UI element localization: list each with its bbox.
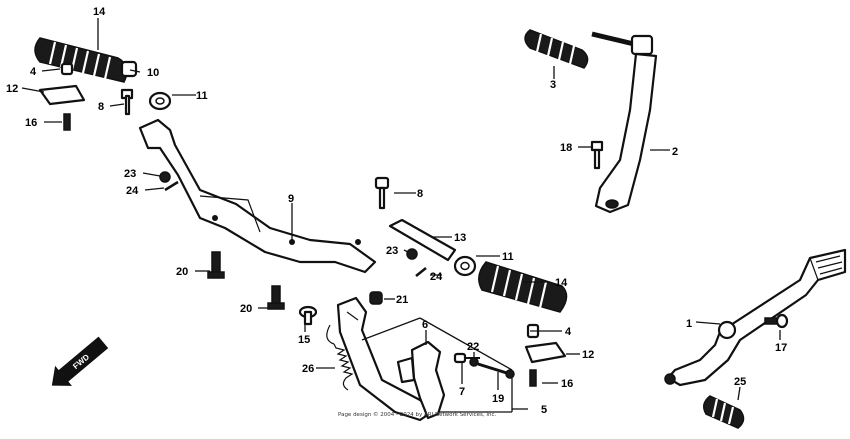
stand-bracket-6 bbox=[410, 340, 446, 420]
label-14-center: 14 bbox=[555, 277, 568, 289]
label-16-top: 16 bbox=[25, 117, 37, 129]
footpeg-holder-12-center bbox=[524, 341, 567, 364]
bolt-16-center bbox=[529, 369, 537, 387]
label-4-center: 4 bbox=[565, 326, 572, 338]
cap-nut-21 bbox=[369, 291, 383, 305]
label-4-top: 4 bbox=[30, 66, 37, 78]
footpeg-rubber-center bbox=[478, 261, 568, 313]
bolt-22-19 bbox=[469, 357, 515, 379]
label-25: 25 bbox=[734, 376, 746, 388]
footpeg-rubber-left bbox=[34, 37, 138, 83]
label-21: 21 bbox=[396, 294, 408, 306]
bolt-15 bbox=[298, 305, 318, 326]
bolt-20-upper bbox=[207, 251, 225, 279]
nut-23-left bbox=[159, 171, 171, 183]
label-3: 3 bbox=[550, 79, 556, 91]
label-19: 19 bbox=[492, 393, 504, 405]
kick-arm-2 bbox=[591, 31, 658, 214]
footpeg-bar-9 bbox=[138, 118, 377, 274]
cotter-pin-24-center bbox=[415, 267, 427, 277]
label-1: 1 bbox=[686, 318, 692, 330]
label-24-top: 24 bbox=[126, 185, 139, 197]
label-23-top: 23 bbox=[124, 168, 136, 180]
bolt-16-left bbox=[63, 113, 71, 131]
label-26: 26 bbox=[302, 363, 314, 375]
label-8-center: 8 bbox=[417, 188, 423, 200]
leader-lines bbox=[21, 18, 781, 410]
footpeg-holder-12-left bbox=[38, 84, 86, 106]
kick-rubber-3 bbox=[524, 29, 589, 69]
spring-26 bbox=[326, 324, 354, 391]
label-20-lower: 20 bbox=[240, 303, 252, 315]
label-23-center: 23 bbox=[386, 245, 398, 257]
nut-23-center bbox=[406, 248, 418, 260]
label-10: 10 bbox=[147, 67, 159, 79]
pedal-rubber-25 bbox=[703, 395, 745, 429]
label-15: 15 bbox=[298, 334, 310, 346]
label-24-center: 24 bbox=[430, 271, 443, 283]
label-5: 5 bbox=[541, 404, 547, 416]
label-14-top: 14 bbox=[93, 6, 106, 18]
label-2: 2 bbox=[672, 146, 678, 158]
label-22: 22 bbox=[467, 341, 479, 353]
label-13: 13 bbox=[454, 232, 466, 244]
label-7: 7 bbox=[459, 386, 465, 398]
forward-direction-arrow: FWD bbox=[51, 336, 109, 386]
pin-8-left bbox=[120, 88, 134, 116]
label-17: 17 bbox=[775, 342, 787, 354]
label-18: 18 bbox=[560, 142, 572, 154]
bolt-18 bbox=[590, 140, 604, 170]
pin-8-center bbox=[374, 176, 390, 210]
label-9: 9 bbox=[288, 193, 294, 205]
label-20-upper: 20 bbox=[176, 266, 188, 278]
label-6: 6 bbox=[422, 319, 428, 331]
collar-part-4-left bbox=[60, 62, 74, 76]
brake-pedal-1 bbox=[664, 248, 847, 387]
label-12-center: 12 bbox=[582, 349, 594, 361]
label-11-center: 11 bbox=[502, 251, 514, 263]
bolt-17 bbox=[764, 313, 789, 329]
label-11-top: 11 bbox=[196, 90, 208, 102]
label-8-top: 8 bbox=[98, 101, 104, 113]
link-13 bbox=[388, 218, 457, 262]
copyright-text: Page design © 2004 - 2024 by ARI Network… bbox=[338, 411, 497, 418]
bolt-20-lower bbox=[267, 285, 285, 310]
cotter-pin-24-left bbox=[164, 180, 179, 192]
label-12-top: 12 bbox=[6, 83, 18, 95]
label-16-center: 16 bbox=[561, 378, 573, 390]
